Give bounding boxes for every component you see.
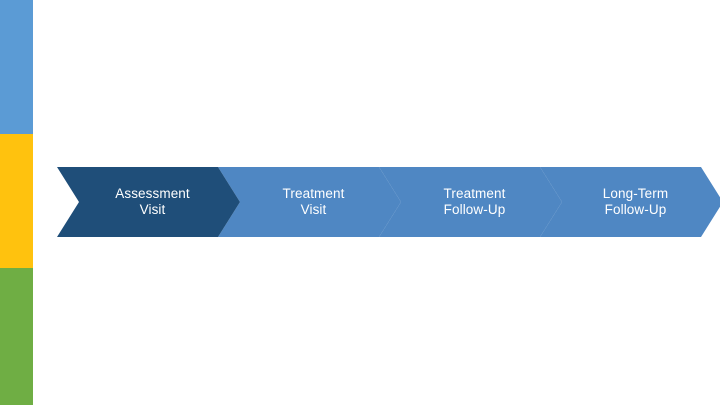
process-step-treatment-visit[interactable]: Treatment Visit (218, 167, 401, 237)
process-step-label: Assessment Visit (115, 186, 190, 217)
process-step-treatment-follow-up[interactable]: Treatment Follow-Up (379, 167, 562, 237)
accent-band-yellow (0, 134, 33, 268)
accent-band-blue (0, 0, 33, 134)
left-accent-bar (0, 0, 33, 405)
accent-band-green (0, 268, 33, 405)
process-step-long-term-follow-up[interactable]: Long-Term Follow-Up (540, 167, 720, 237)
process-step-assessment-visit[interactable]: Assessment Visit (57, 167, 240, 237)
process-step-label: Long-Term Follow-Up (602, 186, 669, 217)
process-step-label: Treatment Follow-Up (443, 186, 506, 217)
clinical-trial-process-flow: Assessment Visit Treatment Visit Treatme… (57, 167, 703, 237)
process-step-label: Treatment Visit (282, 186, 345, 217)
